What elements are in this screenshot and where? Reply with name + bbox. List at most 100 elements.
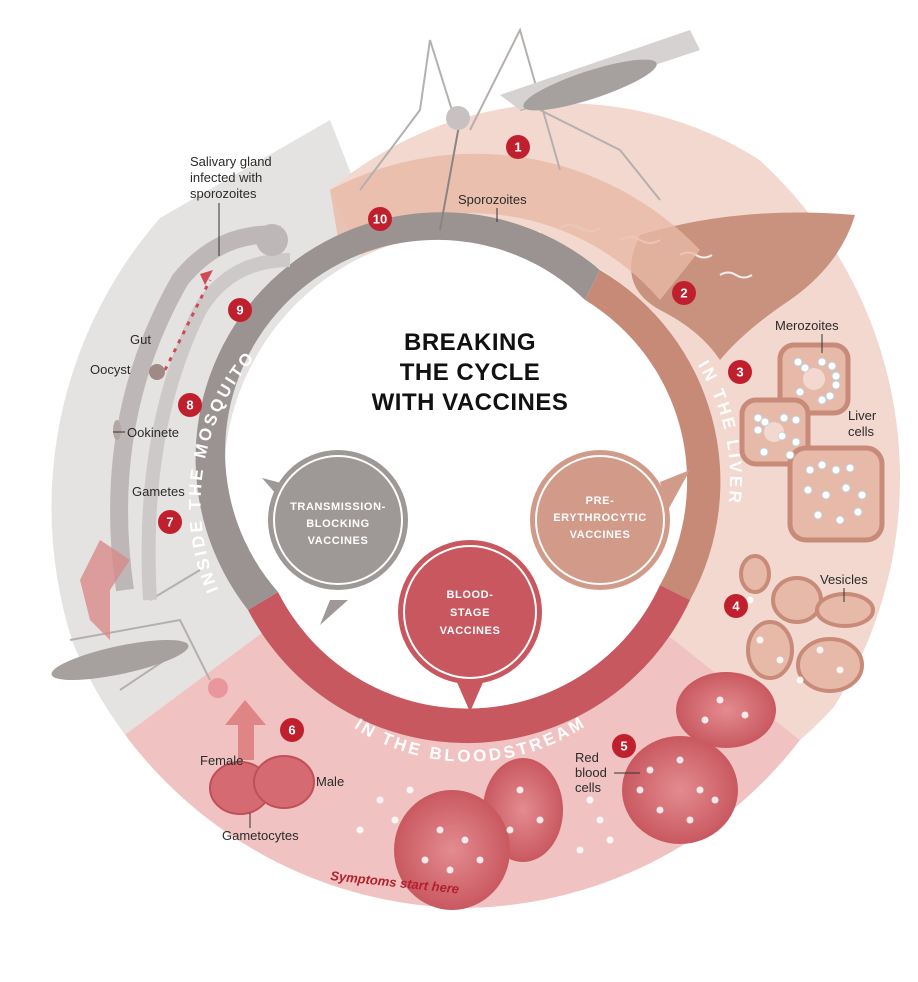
parasite-dot <box>827 361 837 371</box>
parasite-dot <box>676 756 684 764</box>
parasite-dot <box>817 460 827 470</box>
bubble-blood-stage: BLOOD- STAGE VACCINES <box>398 540 542 712</box>
bubble-transmission-blocking: TRANSMISSION- BLOCKING VACCINES <box>262 450 408 625</box>
step-badge-9: 9 <box>228 298 252 322</box>
gametocytes <box>209 755 315 815</box>
title-line-1: BREAKING <box>404 329 536 356</box>
step-badge-circle <box>612 734 636 758</box>
step-badge-5: 5 <box>612 734 636 758</box>
mosquito-up-arrow <box>80 540 130 640</box>
label-ookinete: Ookinete <box>127 425 179 440</box>
label-salivary-1: Salivary gland <box>190 154 272 169</box>
parasite-dot <box>406 786 414 794</box>
ookinete-shape <box>113 420 121 440</box>
label-female: Female <box>200 753 243 768</box>
step-number: 5 <box>620 739 627 754</box>
bubble-pre-erythrocytic: PRE- ERYTHROCYTIC VACCINES <box>530 450 690 590</box>
label-oocyst: Oocyst <box>90 362 131 377</box>
blood-dots <box>356 596 844 874</box>
label-sporozoites: Sporozoites <box>458 192 527 207</box>
step-badge-2: 2 <box>672 281 696 305</box>
parasite-dot <box>516 786 524 794</box>
step-number: 2 <box>680 286 687 301</box>
step-badge-3: 3 <box>728 360 752 384</box>
parasite-dot <box>845 463 855 473</box>
parasite-dot <box>817 357 827 367</box>
parasite-dot <box>536 816 544 824</box>
parasite-dot <box>760 417 770 427</box>
parasite-dot <box>656 806 664 814</box>
parasite-dot <box>796 676 804 684</box>
step-badge-8: 8 <box>178 393 202 417</box>
parasite-dot <box>686 816 694 824</box>
step-badge-7: 7 <box>158 510 182 534</box>
step-badge-circle <box>368 207 392 231</box>
parasite-dot <box>356 826 364 834</box>
step-badge-circle <box>728 360 752 384</box>
parasite-dot <box>586 796 594 804</box>
parasite-dot <box>753 425 763 435</box>
parasite-dot <box>791 437 801 447</box>
mosquito-top <box>359 27 661 231</box>
parasite-dot <box>836 666 844 674</box>
oocyst-shape <box>149 364 165 380</box>
bubble-tb-line-1: TRANSMISSION- <box>290 501 386 513</box>
label-salivary-2: infected with <box>190 170 262 185</box>
parasite-dot <box>701 716 709 724</box>
ring-band-mosquito <box>195 212 600 610</box>
parasite-dot <box>759 447 769 457</box>
bubble-tb-line-2: BLOCKING <box>306 518 369 530</box>
parasite-dot <box>831 465 841 475</box>
label-gametes: Gametes <box>132 484 185 499</box>
parasite-dot <box>646 766 654 774</box>
parasite-dot <box>391 816 399 824</box>
mosquito-gut <box>110 224 291 601</box>
bubble-pe-line-3: VACCINES <box>570 529 631 541</box>
parasite-dot <box>576 846 584 854</box>
label-rbc-2: blood <box>575 765 607 780</box>
mosquito-top-head <box>446 106 470 130</box>
parasite-dot <box>831 371 841 381</box>
step-number: 4 <box>732 599 740 614</box>
parasite-dot <box>835 515 845 525</box>
parasite-dot <box>716 696 724 704</box>
parasite-dot <box>376 796 384 804</box>
parasite-dot <box>779 413 789 423</box>
step-number: 10 <box>373 212 387 227</box>
parasite-dot <box>696 786 704 794</box>
parasite-dot <box>777 431 787 441</box>
parasite-dot <box>805 465 815 475</box>
bite-spot <box>208 678 228 698</box>
mosquito-bottom-body <box>51 640 189 680</box>
parasite-dot <box>711 796 719 804</box>
parasite-dot <box>636 786 644 794</box>
step-badge-circle <box>178 393 202 417</box>
step-number: 7 <box>166 515 173 530</box>
parasite-dot <box>785 450 795 460</box>
ring-band-liver <box>585 270 721 600</box>
sporozoite-band <box>330 153 700 300</box>
step-badge-circle <box>158 510 182 534</box>
step-badge-circle <box>724 594 748 618</box>
parasite-dot <box>746 596 754 604</box>
parasite-dot <box>841 483 851 493</box>
step-number: 8 <box>186 398 193 413</box>
step-badge-6: 6 <box>280 718 304 742</box>
parasite-dot <box>857 490 867 500</box>
label-liver-cells-2: cells <box>848 424 875 439</box>
label-salivary-3: sporozoites <box>190 186 257 201</box>
step-badge-10: 10 <box>368 207 392 231</box>
parasite-dot <box>791 415 801 425</box>
step-badge-circle <box>672 281 696 305</box>
bubble-bs-line-1: BLOOD- <box>447 589 494 601</box>
bubble-bs-line-3: VACCINES <box>440 625 501 637</box>
parasite-dot <box>421 856 429 864</box>
label-gametocytes: Gametocytes <box>222 828 299 843</box>
parasite-dot <box>817 395 827 405</box>
mosquito-top-body <box>523 59 657 111</box>
parasite-dot <box>741 711 749 719</box>
parasite-dot <box>795 387 805 397</box>
bubble-pe-line-2: ERYTHROCYTIC <box>553 512 647 524</box>
